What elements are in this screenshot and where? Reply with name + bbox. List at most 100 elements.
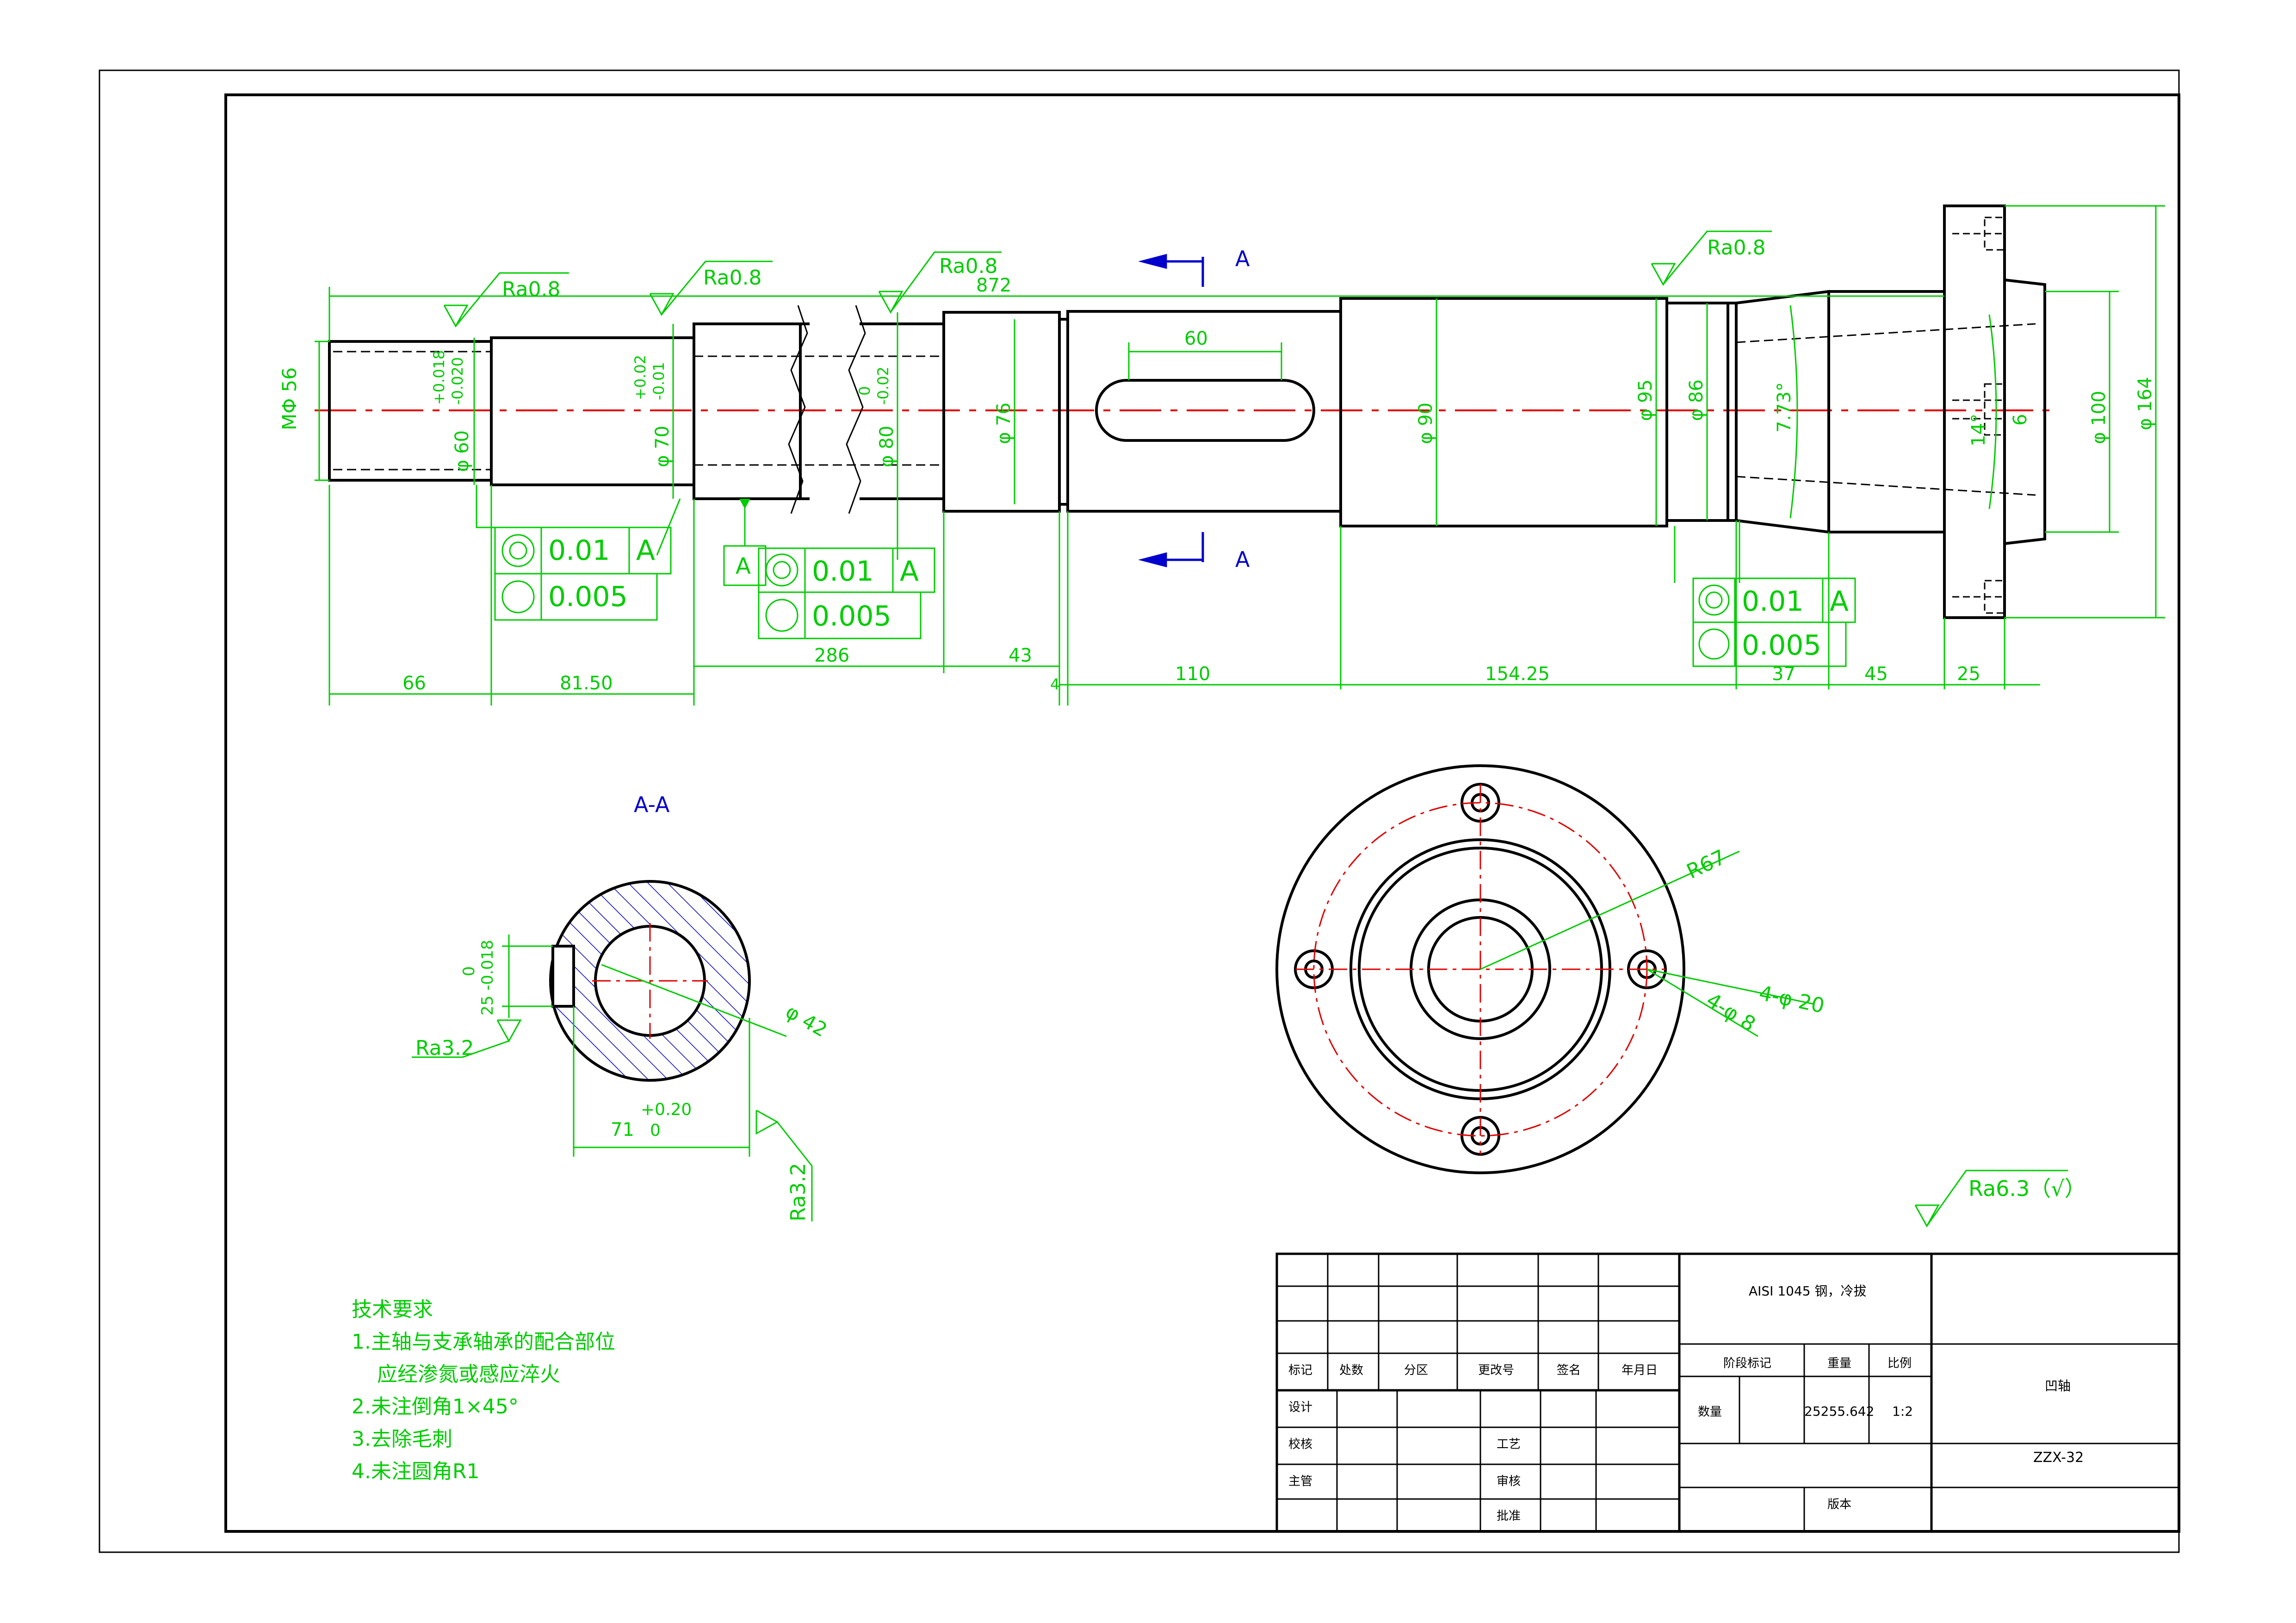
dim-len43: 43 [1009,645,1032,666]
note-1b: 应经渗氮或感应淬火 [377,1363,560,1386]
dim-len37: 37 [1772,663,1795,685]
tb-stage: 阶段标记 [1723,1357,1771,1370]
title-block-text: AISI 1045 钢，冷拔 标记 处数 分区 更改号 签名 年月日 设计 校核… [1288,1283,2084,1523]
tb-change-no: 更改号 [1478,1363,1514,1377]
shaft-main-view [315,204,2054,619]
section-label-top: A [1235,246,1250,271]
dim-d60: φ 60 [452,430,473,472]
dim-len45: 45 [1864,663,1888,685]
shaft-d100 [1827,290,1946,533]
dim-len25: 25 [1957,663,1980,685]
dim-angle14: 14° [1968,414,1989,446]
dim-len286: 286 [814,645,849,666]
roughness-2: Ra0.8 [703,266,762,290]
dim-thread: MΦ 56 [278,367,301,430]
shaft-d90 [1339,297,1668,527]
roughness-sec2: Ra3.2 [786,1163,810,1221]
note-4: 4.未注圆角R1 [352,1460,480,1483]
tb-version: 版本 [1827,1498,1851,1511]
section-aa-dims [502,935,787,1157]
tb-count: 处数 [1339,1363,1363,1377]
dim-d86: φ 86 [1686,379,1707,421]
section-label-bottom: A [1235,547,1250,572]
flange-holes-small: 4-φ 8 [1702,988,1759,1036]
tb-design: 设计 [1288,1400,1312,1414]
dim-d164: φ 164 [2135,377,2156,430]
tol1-value: 0.01 [548,534,610,567]
tolerance-frame-3 [1692,577,1856,667]
tol2-round: 0.005 [812,600,891,632]
roughness-symbols [412,230,2068,1228]
dim-taper: 7.73° [1774,382,1795,433]
tb-approve: 批准 [1497,1509,1521,1523]
dim-d95: φ 95 [1635,379,1656,421]
dim-len4: 4 [1050,675,1059,693]
dim-d60-tol-up: +0.018 [430,350,448,405]
tb-zone: 分区 [1404,1363,1428,1377]
datum-label: A [736,553,751,579]
tol1-round: 0.005 [548,581,628,613]
section-title: A-A [634,792,670,817]
note-1a: 1.主轴与支承轴承的配合部位 [352,1330,615,1354]
depth-tol: +0.20 [641,1100,692,1119]
dim-key60: 60 [1184,328,1208,349]
main-view-dimensions [315,205,2165,706]
roughness-sec1: Ra3.2 [415,1036,474,1060]
dim-len8150: 81.50 [560,673,613,694]
tb-check: 校核 [1288,1437,1312,1451]
flange-radius: R67 [1683,845,1729,884]
tb-scale-val: 1:2 [1892,1404,1913,1419]
note-3: 3.去除毛刺 [352,1427,452,1451]
tb-chief: 主管 [1288,1474,1312,1488]
flange-boss [2003,278,2046,545]
dim-d70-tol-lo: -0.01 [650,362,668,400]
keywidth-lo: 25 -0.018 [478,940,497,1016]
flange-dims [1480,850,1814,1037]
tol3-value: 0.01 [1742,585,1804,618]
notes-title: 技术要求 [352,1298,433,1321]
break-line-left [788,305,808,514]
section-dia: φ 42 [782,1000,831,1041]
technical-notes: 技术要求 1.主轴与支承轴承的配合部位 应经渗氮或感应淬火 2.未注倒角1×45… [352,1298,615,1483]
datum-marker: A [723,499,767,586]
dim-d76: φ 76 [993,403,1015,444]
roughness-4: Ra0.8 [1707,236,1766,260]
tb-qty: 数量 [1698,1405,1722,1419]
tb-review: 审核 [1497,1474,1521,1488]
tb-date: 年月日 [1621,1363,1658,1377]
tol3-round: 0.005 [1742,629,1821,662]
dim-six: 6 [2010,414,2031,426]
dim-d60-tol-lo: -0.020 [449,357,466,405]
main-view-dim-text: 872 MΦ 56 φ 60 +0.018 -0.020 φ 70 +0.02 … [278,275,2156,694]
dim-len66: 66 [402,673,426,694]
tb-drawing-no: ZZX-32 [2033,1450,2084,1466]
tb-process: 工艺 [1497,1437,1521,1451]
roughness-3: Ra0.8 [939,254,998,278]
tolerance-leaders [476,485,1740,583]
tb-part-name: 凹轴 [2045,1378,2071,1394]
dim-len15425: 154.25 [1485,663,1550,685]
tb-scale: 比例 [1888,1357,1912,1370]
dim-d90: φ 90 [1415,403,1436,444]
roughness-1: Ra0.8 [502,278,561,301]
tol2-ref: A [900,555,919,588]
dim-d70-tol-up: +0.02 [631,355,649,400]
keyway-slot [1095,379,1315,442]
dim-d80-tol-lo: -0.02 [874,366,892,405]
dim-len110: 110 [1175,663,1210,685]
note-2: 2.未注倒角1×45° [352,1395,519,1419]
roughness-general: Ra6.3（√） [1968,1176,2086,1201]
depth: 71 [611,1119,634,1140]
dim-d80-tol-up: 0 [856,386,873,396]
break-line-right [846,305,866,514]
tb-material: AISI 1045 钢，冷拔 [1749,1283,1867,1299]
tb-weight: 重量 [1827,1357,1851,1370]
inner-frame [224,93,2180,1533]
tb-sign: 签名 [1557,1363,1581,1377]
keywidth-up: 0 [460,966,478,976]
dim-d70: φ 70 [652,426,673,467]
title-block [1275,1252,2180,1533]
section-cut-marks [1138,254,1204,568]
tol3-ref: A [1830,585,1849,618]
